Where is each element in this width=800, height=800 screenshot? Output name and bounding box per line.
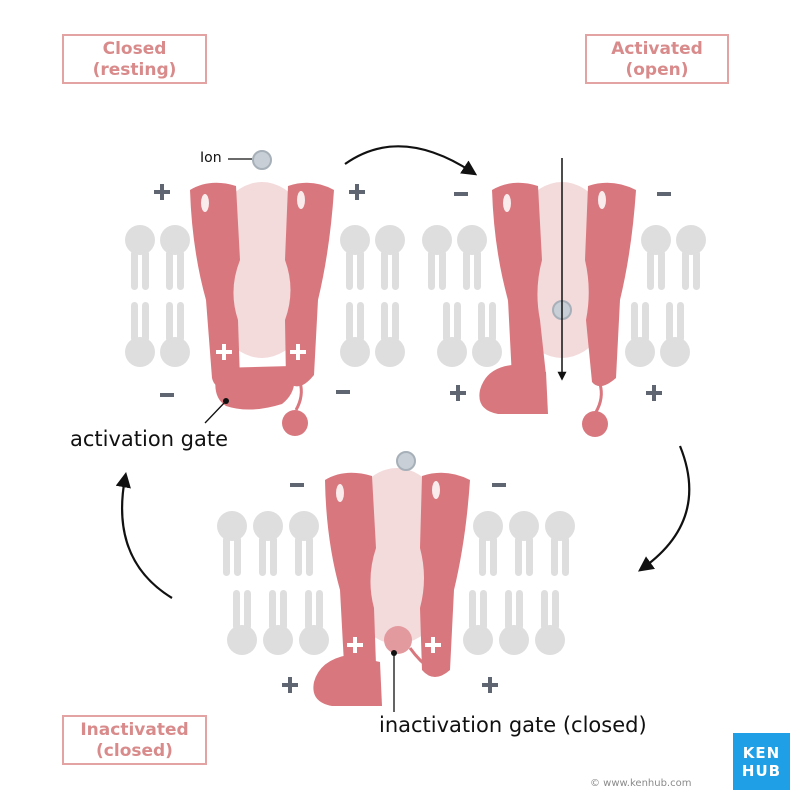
state-label-inactivated: Inactivated (closed) — [62, 715, 207, 765]
plus-charge — [646, 385, 662, 401]
copyright-text: © www.kenhub.com — [590, 778, 691, 789]
inactivation-gate-closed — [384, 626, 412, 654]
plus-charge — [482, 677, 498, 693]
activation-gate-pointer-line — [205, 401, 226, 423]
activation-gate-open — [479, 365, 548, 414]
minus-charge — [657, 192, 671, 196]
state-label-closed-line1: Closed — [64, 39, 205, 60]
logo-line1: KEN — [733, 744, 790, 762]
channel-subunit-right — [285, 183, 334, 387]
state-label-activated-line1: Activated — [587, 39, 727, 60]
cycle-arrow-closed-to-activated — [345, 146, 472, 172]
state-label-closed-line2: (resting) — [64, 60, 205, 81]
kenhub-logo: KEN HUB — [733, 733, 790, 790]
minus-charge — [336, 390, 350, 394]
cycle-arrow-activated-to-inactivated — [643, 446, 689, 568]
channel-subunit-left — [325, 473, 376, 672]
ion — [253, 151, 271, 169]
state-label-closed: Closed (resting) — [62, 34, 207, 84]
channel-subunit-left — [190, 183, 240, 387]
inactivated-channel-group — [217, 452, 575, 712]
minus-charge — [492, 483, 506, 487]
activated-channel-group — [422, 158, 706, 437]
minus-charge — [454, 192, 468, 196]
state-label-activated-line2: (open) — [587, 60, 727, 81]
plus-charge — [282, 677, 298, 693]
ion — [397, 452, 415, 470]
cycle-arrow-inactivated-to-closed — [122, 478, 172, 598]
plus-charge — [450, 385, 466, 401]
inactivation-gate-ball — [582, 411, 608, 437]
closed-channel-group — [125, 151, 405, 436]
plus-charge — [154, 184, 170, 200]
activation-gate-open — [313, 655, 382, 706]
minus-charge — [290, 483, 304, 487]
state-label-inactivated-line2: (closed) — [64, 741, 205, 762]
ion-label: Ion — [200, 150, 222, 166]
plus-charge — [349, 184, 365, 200]
activation-gate-label: activation gate — [70, 427, 228, 451]
inactivation-gate-label: inactivation gate (closed) — [379, 713, 647, 737]
inactivation-gate-ball — [282, 410, 308, 436]
state-label-activated: Activated (open) — [585, 34, 729, 84]
logo-line2: HUB — [733, 762, 790, 780]
minus-charge — [160, 393, 174, 397]
state-label-inactivated-line1: Inactivated — [64, 720, 205, 741]
